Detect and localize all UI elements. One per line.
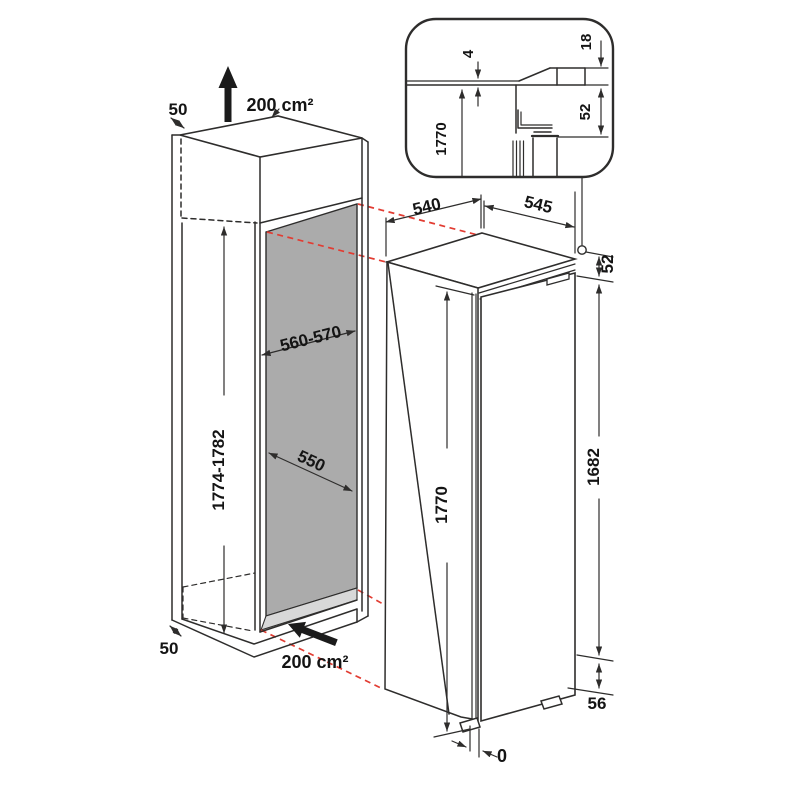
niche-top-vent-label: 200 cm²	[246, 95, 313, 115]
niche-top-clearance-label: 50	[169, 100, 188, 119]
dim-niche-top-clearance: 50	[169, 100, 188, 129]
inset-door-offset-label: 18	[578, 34, 595, 51]
top-width-label: 545	[522, 192, 554, 217]
dim-appliance-height: 1770	[432, 285, 475, 738]
inset-top-offset-label: 52	[577, 104, 594, 121]
front-foot	[459, 717, 481, 733]
niche-back-panel	[265, 203, 358, 617]
appliance-side-panel	[384, 261, 479, 721]
door-grille-slot	[546, 272, 570, 286]
niche-drawing: 50 200 cm² 560-570 550 1774-1782 50 200 …	[160, 66, 479, 690]
inset-dim-door-offset: 18	[578, 34, 605, 67]
bottom-vent-arrow-icon	[288, 621, 338, 646]
appliance-height-label: 1770	[432, 486, 451, 524]
dim-plinth-height: 56	[567, 654, 614, 713]
appliance-door	[480, 271, 576, 723]
top-gap-label: 52	[598, 255, 617, 274]
niche-bottom-clearance-label: 50	[160, 639, 179, 658]
niche-height-label: 1774-1782	[209, 429, 228, 510]
dim-top-gap: 52	[576, 251, 617, 283]
inset-height-label: 1770	[433, 122, 450, 155]
inset-section-drawing	[406, 67, 609, 177]
rear-foot	[540, 695, 563, 710]
detail-inset: 4 18 52 1770	[404, 17, 615, 179]
inset-air-gap-label: 4	[460, 49, 477, 58]
niche-bottom-vent-label: 200 cm²	[281, 652, 348, 672]
inset-dim-air-gap: 4	[460, 49, 482, 107]
inset-dim-height: 1770	[433, 89, 466, 177]
dim-niche-bottom-clearance: 50	[160, 625, 182, 658]
upper-cabinet-box	[179, 115, 363, 224]
appliance-drawing: 540 545 52 1682 1770	[384, 177, 617, 766]
top-vent-arrow-icon	[218, 66, 238, 122]
dim-top-depth: 540	[385, 194, 482, 257]
door-height-label: 1682	[584, 448, 603, 486]
plinth-height-label: 56	[588, 694, 607, 713]
dim-door-gap: 0	[451, 725, 507, 766]
inset-leader-marker	[577, 245, 587, 255]
vent-leader	[271, 108, 281, 118]
dim-door-height: 1682	[584, 284, 603, 656]
inset-dim-top-offset: 52	[577, 88, 605, 135]
top-depth-label: 540	[411, 194, 443, 219]
dim-niche-height: 1774-1782	[209, 226, 228, 634]
door-gap-label: 0	[497, 746, 507, 766]
